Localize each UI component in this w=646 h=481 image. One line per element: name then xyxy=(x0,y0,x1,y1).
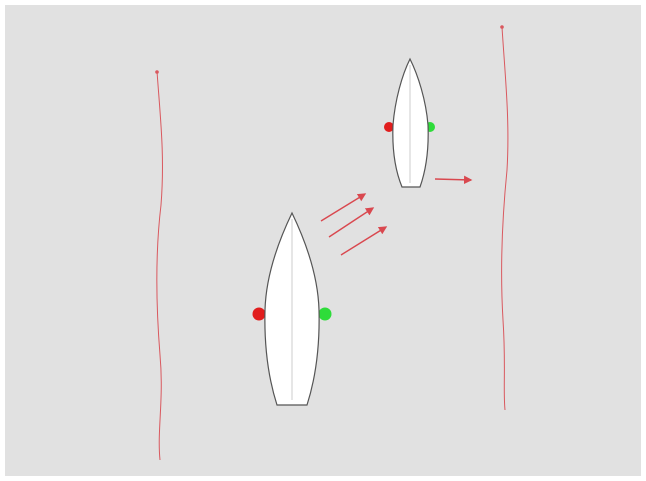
wind-arrow xyxy=(340,226,388,256)
diagram-svg xyxy=(5,5,641,476)
left-boundary-marker xyxy=(155,70,159,74)
small-boat xyxy=(384,57,435,188)
port-light-red xyxy=(252,307,266,321)
diagram-canvas xyxy=(5,5,641,476)
starboard-light-green xyxy=(318,307,332,321)
wind-arrows xyxy=(320,193,388,256)
wind-arrow xyxy=(320,193,367,222)
large-boat xyxy=(252,211,332,406)
left-boundary-line xyxy=(156,70,163,461)
water-background xyxy=(5,5,641,476)
small-boat-hull xyxy=(392,57,429,188)
right-boundary-line xyxy=(501,26,509,411)
drift-arrow xyxy=(434,175,473,185)
right-boundary-marker xyxy=(500,25,504,29)
port-light-red xyxy=(384,122,394,132)
wind-arrow xyxy=(328,207,375,238)
